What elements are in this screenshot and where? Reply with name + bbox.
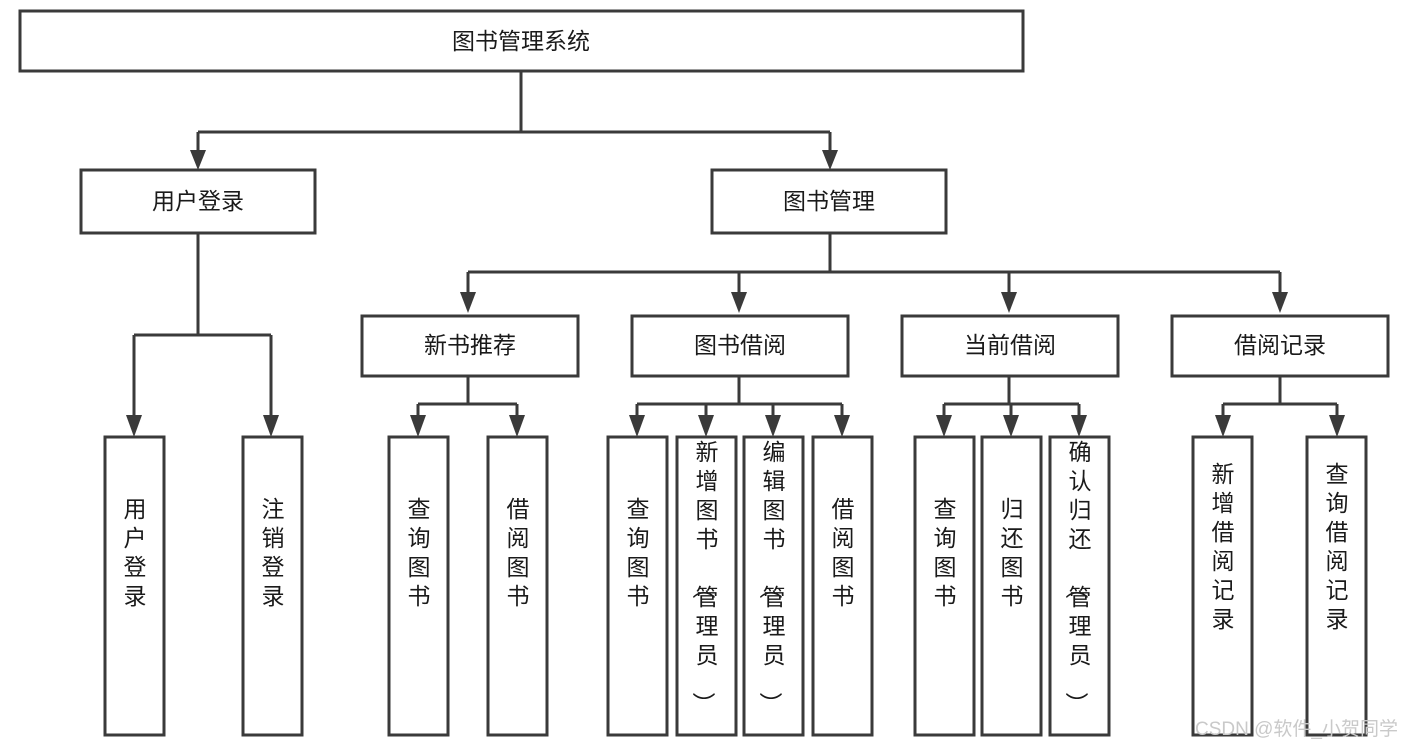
node-book-borrow[interactable]: 图书借阅 (630, 314, 850, 378)
arrow-head-leaf-query-borrow-record (1329, 415, 1345, 437)
node-leaf-query-book-3-box[interactable] (913, 435, 976, 737)
node-leaf-add-borrow-record[interactable]: 新增借阅记录 (1191, 435, 1254, 737)
node-leaf-return-book-box[interactable] (980, 435, 1043, 737)
arrow-head-book-manage (822, 150, 838, 170)
arrow-head-leaf-query-book-2 (629, 415, 645, 437)
arrow-head-leaf-return-book (1003, 415, 1019, 437)
node-leaf-confirm-return-label: 确认归还（管理员） (1064, 439, 1092, 715)
node-leaf-query-book-1-label: 查询图书 (408, 496, 431, 609)
arrow-head-leaf-query-book-1 (410, 415, 426, 437)
node-leaf-borrow-book-2-label: 借阅图书 (832, 496, 855, 609)
node-root[interactable]: 图书管理系统 (18, 9, 1025, 73)
node-new-book-recommend[interactable]: 新书推荐 (360, 314, 580, 378)
node-book-manage[interactable]: 图书管理 (710, 168, 948, 235)
node-book-manage-box[interactable] (710, 168, 948, 235)
arrow-head-leaf-user-logout (263, 415, 279, 437)
arrow-head-book-borrow (731, 292, 747, 313)
node-leaf-edit-book[interactable]: 编辑图书（管理员） (742, 435, 805, 737)
arrow-head-leaf-confirm-return (1071, 415, 1087, 437)
node-leaf-query-book-1[interactable]: 查询图书 (387, 435, 450, 737)
node-root-box[interactable] (18, 9, 1025, 73)
node-current-borrow-box[interactable] (900, 314, 1120, 378)
node-leaf-user-login[interactable]: 用户登录 (103, 435, 166, 737)
arrow-head-leaf-borrow-book-2 (834, 415, 850, 437)
node-leaf-borrow-book-1-label: 借阅图书 (507, 496, 530, 609)
arrow-head-current-borrow (1001, 292, 1017, 313)
node-leaf-borrow-book-1-box[interactable] (486, 435, 549, 737)
node-leaf-edit-book-box[interactable] (742, 435, 805, 737)
arrow-head-leaf-edit-book (765, 415, 781, 437)
node-leaf-add-book[interactable]: 新增图书（管理员） (675, 435, 738, 737)
node-borrow-record[interactable]: 借阅记录 (1170, 314, 1390, 378)
arrow-head-leaf-add-book (698, 415, 714, 437)
arrow-head-leaf-borrow-book-1 (509, 415, 525, 437)
arrow-head-leaf-add-borrow-record (1215, 415, 1231, 437)
node-borrow-record-box[interactable] (1170, 314, 1390, 378)
node-leaf-query-book-1-box[interactable] (387, 435, 450, 737)
node-leaf-borrow-book-2-box[interactable] (811, 435, 874, 737)
arrow-head-leaf-query-book-3 (936, 415, 952, 437)
node-leaf-query-borrow-record-label: 查询借阅记录 (1326, 461, 1349, 632)
node-leaf-add-borrow-record-label: 新增借阅记录 (1212, 461, 1235, 632)
node-leaf-confirm-return-box[interactable] (1048, 435, 1111, 737)
node-leaf-return-book[interactable]: 归还图书 (980, 435, 1043, 737)
node-leaf-query-book-2-box[interactable] (606, 435, 669, 737)
node-leaf-confirm-return[interactable]: 确认归还（管理员） (1048, 435, 1111, 737)
node-leaf-return-book-label: 归还图书 (1001, 496, 1024, 609)
node-leaf-add-borrow-record-box[interactable] (1191, 435, 1254, 737)
node-current-borrow[interactable]: 当前借阅 (900, 314, 1120, 378)
node-user-login-box[interactable] (79, 168, 317, 235)
csdn-watermark: CSDN @软件_小贺同学 (1195, 718, 1398, 740)
node-leaf-borrow-book-1[interactable]: 借阅图书 (486, 435, 549, 737)
node-leaf-user-logout-box[interactable] (241, 435, 304, 737)
node-new-book-recommend-label: 新书推荐 (424, 332, 516, 358)
node-book-borrow-box[interactable] (630, 314, 850, 378)
node-new-book-recommend-box[interactable] (360, 314, 580, 378)
node-leaf-query-book-3-label: 查询图书 (934, 496, 957, 609)
arrow-head-leaf-user-login (126, 415, 142, 437)
node-borrow-record-label: 借阅记录 (1234, 332, 1326, 358)
node-leaf-add-book-label: 新增图书（管理员） (691, 439, 719, 715)
node-leaf-add-book-box[interactable] (675, 435, 738, 737)
node-leaf-borrow-book-2[interactable]: 借阅图书 (811, 435, 874, 737)
node-leaf-user-login-label: 用户登录 (124, 496, 147, 609)
node-leaf-user-logout-label: 注销登录 (262, 496, 285, 609)
node-current-borrow-label: 当前借阅 (964, 332, 1056, 358)
node-root-label: 图书管理系统 (452, 28, 590, 54)
node-book-borrow-label: 图书借阅 (694, 332, 786, 358)
node-leaf-query-book-2-label: 查询图书 (627, 496, 650, 609)
node-leaf-user-login-box[interactable] (103, 435, 166, 737)
node-leaf-query-book-2[interactable]: 查询图书 (606, 435, 669, 737)
arrow-head-new-book-recommend (460, 292, 476, 313)
node-leaf-query-book-3[interactable]: 查询图书 (913, 435, 976, 737)
node-leaf-query-borrow-record-box[interactable] (1305, 435, 1368, 737)
node-user-login[interactable]: 用户登录 (79, 168, 317, 235)
node-leaf-user-logout[interactable]: 注销登录 (241, 435, 304, 737)
arrow-head-borrow-record (1272, 292, 1288, 313)
arrow-head-user-login (190, 150, 206, 170)
connector-layer (126, 71, 1345, 437)
node-book-manage-label: 图书管理 (783, 188, 875, 214)
node-leaf-query-borrow-record[interactable]: 查询借阅记录 (1305, 435, 1368, 737)
node-user-login-label: 用户登录 (152, 188, 244, 214)
node-leaf-edit-book-label: 编辑图书（管理员） (758, 439, 786, 715)
